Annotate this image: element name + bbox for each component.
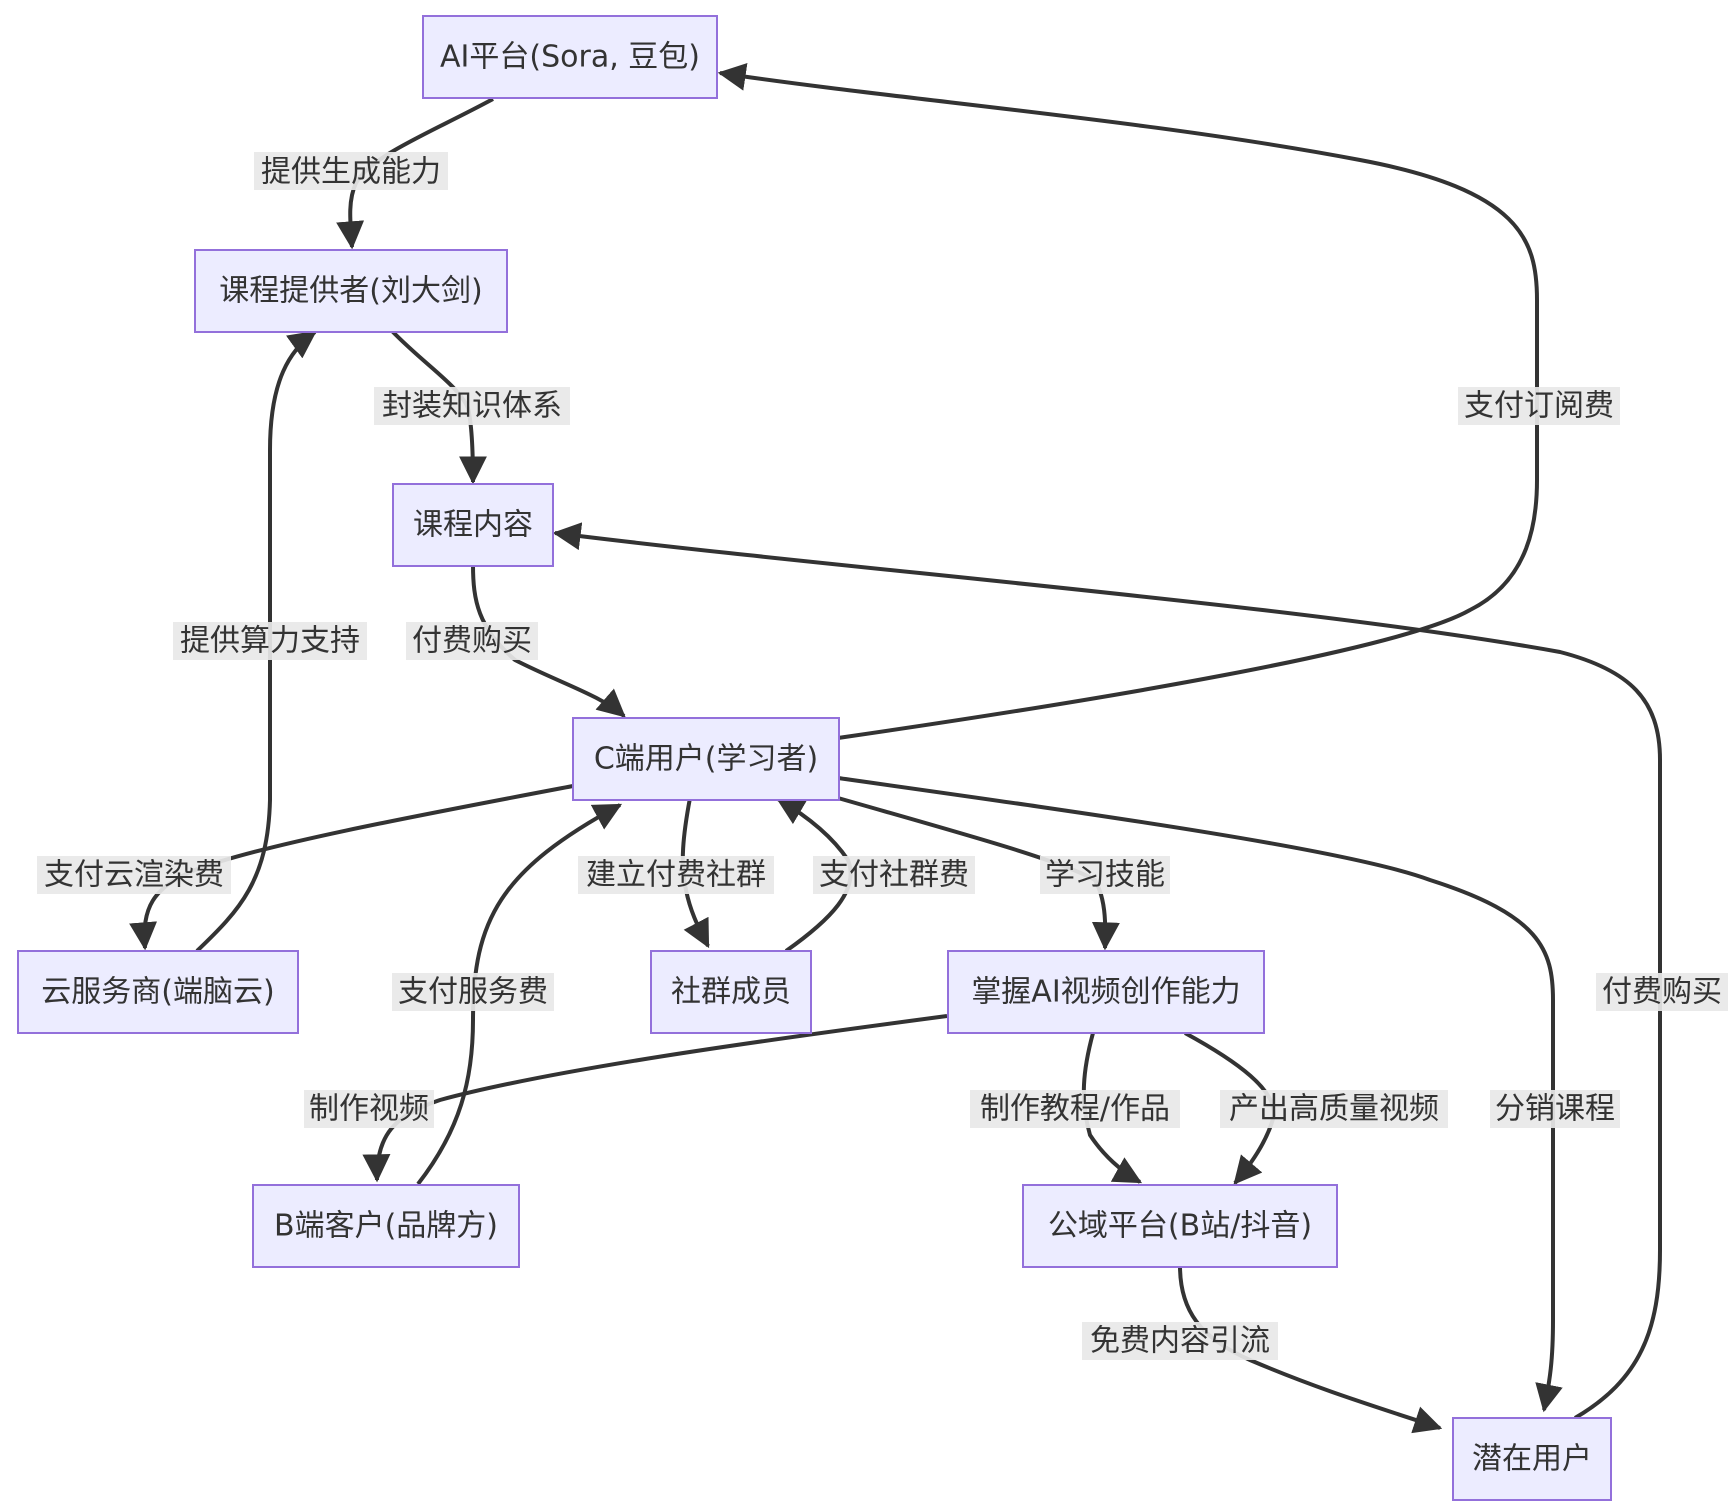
node-label: 掌握AI视频创作能力 [971, 975, 1240, 1010]
edge-cloud-to-provider [195, 330, 317, 953]
edge-label-community-cuser: 支付社群费 [819, 858, 969, 893]
edge-label-cuser-potential: 分销课程 [1495, 1092, 1615, 1127]
nodes: AI平台(Sora, 豆包) 课程提供者(刘大剑) 课程内容 C端用户(学习者)… [17, 15, 1612, 1501]
edge-label-skill-bclient: 制作视频 [309, 1092, 429, 1127]
edge-label-skill-public-1: 制作教程/作品 [980, 1092, 1170, 1127]
edge-potential-to-course [552, 522, 1662, 1420]
node-label: 潜在用户 [1472, 1442, 1592, 1477]
edge-label-cuser-skill: 学习技能 [1045, 858, 1165, 893]
node-label: 课程提供者(刘大剑) [219, 274, 482, 309]
node-label: 公域平台(B站/抖音) [1048, 1209, 1312, 1244]
node-community-members[interactable]: 社群成员 [650, 950, 812, 1034]
node-label: 课程内容 [413, 508, 533, 543]
edge-label-skill-public-2: 产出高质量视频 [1229, 1092, 1439, 1127]
node-potential-users[interactable]: 潜在用户 [1452, 1417, 1612, 1501]
edge-cuser-to-cloud [129, 784, 574, 951]
edge-label-provider-course: 封装知识体系 [382, 389, 562, 424]
node-course-content[interactable]: 课程内容 [392, 483, 554, 567]
edge-label-cuser-ai: 支付订阅费 [1464, 389, 1614, 424]
node-ai-video-skill[interactable]: 掌握AI视频创作能力 [947, 950, 1265, 1034]
node-ai-platform[interactable]: AI平台(Sora, 豆包) [422, 15, 718, 99]
node-course-provider[interactable]: 课程提供者(刘大剑) [194, 249, 508, 333]
edge-course-to-cuser [471, 564, 626, 718]
node-label: 云服务商(端脑云) [41, 975, 274, 1010]
edge-label-public-potential: 免费内容引流 [1090, 1324, 1270, 1359]
edge-label-cloud-provider: 提供算力支持 [180, 624, 360, 659]
node-cloud-provider[interactable]: 云服务商(端脑云) [17, 950, 299, 1034]
edge-cuser-to-potential [837, 776, 1563, 1413]
node-label: B端客户(品牌方) [274, 1209, 498, 1244]
edge-label-bclient-cuser: 支付服务费 [398, 975, 548, 1010]
edge-cuser-to-ai [717, 62, 1539, 740]
edge-public-to-potential [1178, 1265, 1443, 1434]
node-label: 社群成员 [671, 975, 791, 1010]
edge-label-cuser-cloud: 支付云渲染费 [44, 858, 224, 893]
node-label: AI平台(Sora, 豆包) [440, 40, 700, 75]
edge-label-potential-course: 付费购买 [1602, 975, 1722, 1010]
node-b-client[interactable]: B端客户(品牌方) [252, 1184, 520, 1268]
edge-label-ai-provider: 提供生成能力 [261, 155, 441, 190]
node-label: C端用户(学习者) [594, 742, 818, 777]
node-c-user[interactable]: C端用户(学习者) [572, 717, 840, 801]
edge-skill-to-bclient [362, 1014, 948, 1183]
edge-labels: 提供生成能力 封装知识体系 付费购买 支付订阅费 支付云渲染费 提供算力支持 建… [37, 152, 1728, 1360]
edge-skill-to-public-1 [1081, 1032, 1143, 1184]
edge-label-cuser-community: 建立付费社群 [586, 858, 766, 893]
edge-label-course-cuser: 付费购买 [412, 624, 532, 659]
node-public-platform[interactable]: 公域平台(B站/抖音) [1022, 1184, 1338, 1268]
